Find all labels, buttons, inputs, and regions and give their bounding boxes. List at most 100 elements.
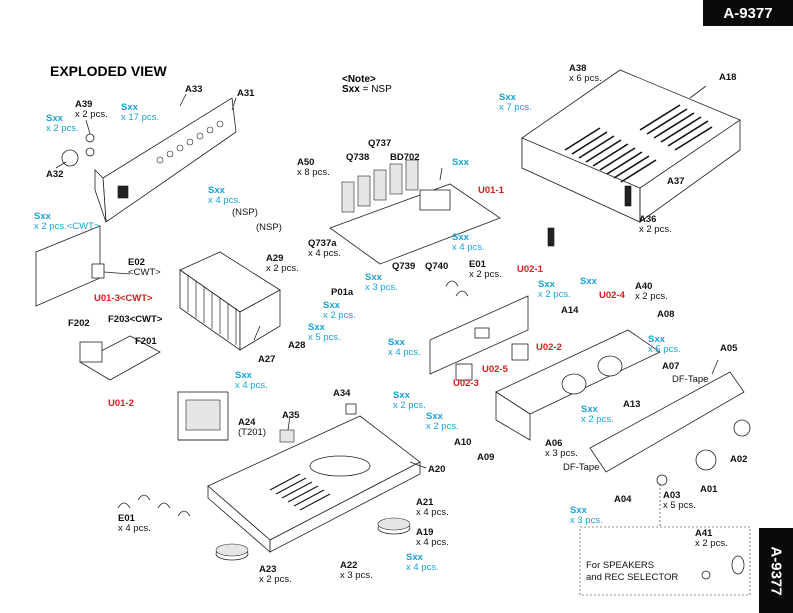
label-A06-code: A06 (545, 438, 562, 449)
label-F201-code: F201 (135, 336, 157, 347)
label-Q740-code: Q740 (425, 261, 448, 272)
label-A50-qty: x 8 pcs. (297, 167, 330, 178)
label-DF-Tape-2: DF-Tape (563, 462, 599, 473)
label-Sxx-2d-code: Sxx (393, 390, 411, 401)
feet (215, 517, 411, 561)
label-U02-1-code: U02-1 (517, 264, 544, 275)
label-F203-code: F203<CWT> (108, 314, 163, 325)
main-amplifier-board (329, 159, 501, 265)
label-Q738-code: Q738 (346, 152, 369, 163)
model-number-tab: A-9377 (703, 0, 793, 26)
label-Sxx-17-qty: x 17 pcs. (121, 112, 159, 123)
label-A35-code: A35 (282, 410, 300, 421)
label-Sxx-2b-code: Sxx (323, 300, 341, 311)
label-A40-code: A40 (635, 281, 652, 292)
label-A24-code: A24 (238, 417, 256, 428)
label-A08-code: A08 (657, 309, 674, 320)
label-Sxx-3a-qty: x 3 pcs. (365, 282, 398, 293)
label-Sxx-cwt-code: Sxx (34, 211, 52, 222)
label-U01-3-code: U01-3<CWT> (94, 293, 153, 304)
note-symbol: Sxx (342, 84, 360, 95)
label-NSP-2: (NSP) (256, 222, 282, 233)
label-Sxx-2e-qty: x 2 pcs. (426, 421, 459, 432)
note-text: Sxx = NSP (342, 84, 392, 95)
inset-line-2: and REC SELECTOR (586, 572, 678, 583)
rear-terminal-plate (35, 225, 105, 307)
label-A01-code: A01 (700, 484, 718, 495)
model-number: A-9377 (723, 4, 773, 22)
label-A41-code: A41 (695, 528, 713, 539)
label-Sxx-4a-qty: x 4 pcs. (235, 380, 268, 391)
side-model-tab: A-9377 (759, 528, 793, 613)
label-A40-qty: x 2 pcs. (635, 291, 668, 302)
front-panel-assembly (495, 329, 661, 441)
label-A09-code: A09 (477, 452, 494, 463)
label-A22-code: A22 (340, 560, 357, 571)
input-board (429, 295, 529, 381)
label-A50-code: A50 (297, 157, 314, 168)
label-Sxx-4e-code: Sxx (388, 337, 406, 348)
label-A36-qty: x 2 pcs. (639, 224, 672, 235)
label-Sxx-sq-code: Sxx (580, 276, 598, 287)
label-U01-1-code: U01-1 (478, 185, 505, 196)
label-Sxx-4e-qty: x 4 pcs. (388, 347, 421, 358)
label-U02-3-code: U02-3 (453, 378, 479, 389)
top-cover (521, 69, 741, 247)
label-A28-code: A28 (288, 340, 305, 351)
label-A37-code: A37 (667, 176, 684, 187)
label-A21-code: A21 (416, 497, 434, 508)
label-A29-qty: x 2 pcs. (266, 263, 299, 274)
label-Sxx-5b-qty: x 5 pcs. (648, 344, 681, 355)
label-A19-code: A19 (416, 527, 433, 538)
label-Sxx-3b-qty: x 3 pcs. (570, 515, 603, 526)
label-F202-code: F202 (68, 318, 90, 329)
label-A07-code: A07 (662, 361, 679, 372)
label-A13-code: A13 (623, 399, 640, 410)
label-E01-left-code: E01 (118, 513, 136, 524)
label-A06-qty: x 3 pcs. (545, 448, 578, 459)
label-Sxx-2c-qty: x 2 pcs. (538, 289, 571, 300)
label-A31-code: A31 (237, 88, 255, 99)
label-Q739-code: Q739 (392, 261, 415, 272)
label-Sxx-2f-code: Sxx (581, 404, 599, 415)
label-Sxx-4b-code: Sxx (208, 185, 226, 196)
label-Sxx-2d-qty: x 2 pcs. (393, 400, 426, 411)
label-A29-code: A29 (266, 253, 283, 264)
label-Sxx-4b-qty: x 4 pcs. (208, 195, 241, 206)
label-A23-code: A23 (259, 564, 276, 575)
label-E01-left-qty: x 4 pcs. (118, 523, 151, 534)
label-Sxx-5b-code: Sxx (648, 334, 666, 345)
label-A21-qty: x 4 pcs. (416, 507, 449, 518)
label-Sxx-2b-qty: x 2 pcs. (323, 310, 356, 321)
bottom-chassis (207, 403, 421, 553)
label-Q737a-code: Q737a (308, 238, 337, 249)
label-A20-code: A20 (428, 464, 445, 475)
label-A33-code: A33 (185, 84, 202, 95)
label-E01-mid-code: E01 (469, 259, 487, 270)
label-Sxx-a2-qty: x 2 pcs. (46, 123, 79, 134)
label-A23-qty: x 2 pcs. (259, 574, 292, 585)
label-A34-code: A34 (333, 388, 351, 399)
label-Sxx-a2-code: Sxx (46, 113, 64, 124)
label-Sxx-3a-code: Sxx (365, 272, 383, 283)
label-A19-qty: x 4 pcs. (416, 537, 449, 548)
inset-line-1: For SPEAKERS (586, 560, 654, 571)
label-A02-code: A02 (730, 454, 747, 465)
label-Sxx-4a-code: Sxx (235, 370, 253, 381)
label-Sxx-2e-code: Sxx (426, 411, 444, 422)
label-A38-qty: x 6 pcs. (569, 73, 602, 84)
label-A39-code: A39 (75, 99, 92, 110)
label-Sxx-5a-qty: x 5 pcs. (308, 332, 341, 343)
label-Sxx-2c-code: Sxx (538, 279, 556, 290)
label-A18-code: A18 (719, 72, 736, 83)
label-A03-qty: x 5 pcs. (663, 500, 696, 511)
label-A04-code: A04 (614, 494, 632, 505)
note-heading: <Note> (342, 74, 376, 85)
leader-lines (55, 85, 719, 469)
label-Sxx-2f-qty: x 2 pcs. (581, 414, 614, 425)
note-definition: = NSP (359, 84, 392, 95)
label-A14-code: A14 (561, 305, 579, 316)
speaker-knob-inset (579, 526, 751, 596)
label-A24-qty: (T201) (238, 427, 266, 438)
